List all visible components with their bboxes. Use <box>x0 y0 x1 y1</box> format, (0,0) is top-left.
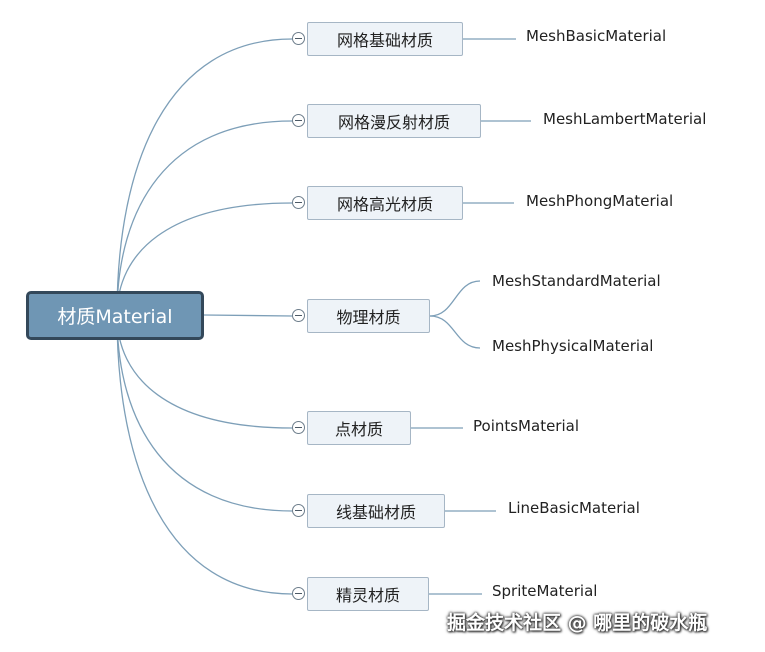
collapse-toggle-icon[interactable] <box>292 587 305 600</box>
branch-leaf-connector-physical <box>429 315 481 349</box>
root-branch-connector-5 <box>116 314 293 512</box>
branch-node-line-basic[interactable]: 线基础材质 <box>307 494 445 528</box>
collapse-toggle-icon[interactable] <box>292 114 305 127</box>
leaf-sprite-material[interactable]: SpriteMaterial <box>492 582 598 600</box>
branch-node-mesh-phong[interactable]: 网格高光材质 <box>307 186 463 220</box>
collapse-toggle-icon[interactable] <box>292 32 305 45</box>
leaf-mesh-basic-material[interactable]: MeshBasicMaterial <box>526 27 667 45</box>
collapse-toggle-icon[interactable] <box>292 309 305 322</box>
collapse-toggle-icon[interactable] <box>292 196 305 209</box>
root-branch-connector-6 <box>116 314 293 595</box>
leaf-points-material[interactable]: PointsMaterial <box>473 417 579 435</box>
branch-leaf-connector-standard <box>429 280 481 317</box>
branch-node-points[interactable]: 点材质 <box>307 411 411 445</box>
root-node-material[interactable]: 材质Material <box>26 291 204 340</box>
leaf-mesh-physical-material[interactable]: MeshPhysicalMaterial <box>492 337 654 355</box>
leaf-mesh-phong-material[interactable]: MeshPhongMaterial <box>526 192 674 210</box>
leaf-line-basic-material[interactable]: LineBasicMaterial <box>508 499 640 517</box>
branch-node-mesh-basic[interactable]: 网格基础材质 <box>307 22 463 56</box>
branch-node-mesh-lambert[interactable]: 网格漫反射材质 <box>307 104 481 138</box>
collapse-toggle-icon[interactable] <box>292 421 305 434</box>
branch-node-physical[interactable]: 物理材质 <box>307 299 430 333</box>
root-branch-connector-3 <box>203 314 293 317</box>
root-branch-connector-1 <box>116 120 293 316</box>
leaf-mesh-lambert-material[interactable]: MeshLambertMaterial <box>543 110 707 128</box>
branch-node-sprite[interactable]: 精灵材质 <box>307 577 429 611</box>
leaf-mesh-standard-material[interactable]: MeshStandardMaterial <box>492 272 661 290</box>
watermark-text: 掘金技术社区 @ 哪里的破水瓶 <box>447 612 708 634</box>
collapse-toggle-icon[interactable] <box>292 504 305 517</box>
root-branch-connector-0 <box>116 38 293 316</box>
